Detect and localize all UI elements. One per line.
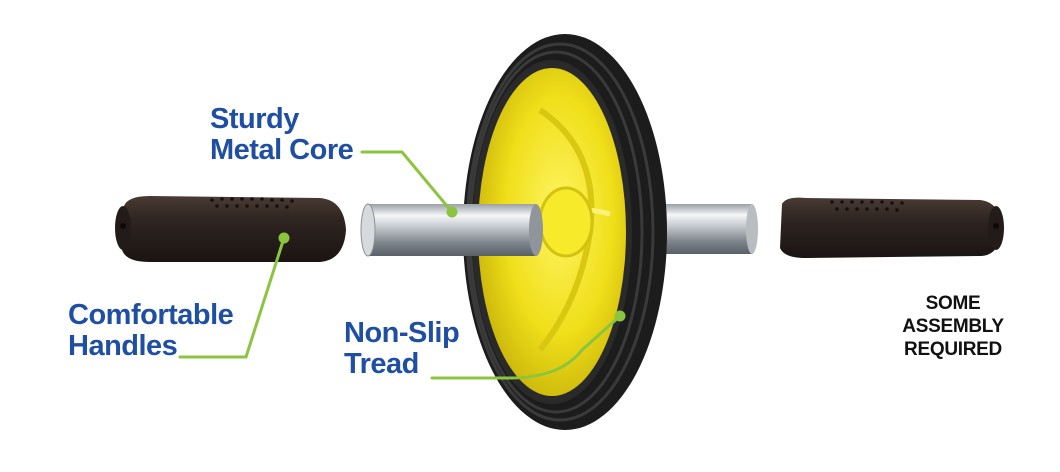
callout-metal-core-line1: Sturdy: [210, 103, 299, 135]
right-handle: [780, 197, 1004, 258]
callout-handles: Comfortable Handles: [68, 299, 234, 362]
wheel: [463, 34, 667, 430]
callout-tread-line2: Tread: [344, 348, 419, 380]
callout-tread-line1: Non-Slip: [344, 317, 460, 349]
leader-tread: [430, 314, 622, 380]
assembly-note-line2: ASSEMBLY: [902, 316, 1004, 337]
leader-handles: [178, 236, 286, 359]
callout-tread: Non-Slip Tread: [344, 317, 460, 380]
callout-metal-core-line2: Metal Core: [210, 134, 354, 166]
callout-handles-line1: Comfortable: [68, 299, 234, 331]
axle-left-end: [360, 203, 376, 257]
leader-tread-dot: [614, 310, 626, 322]
assembly-note: SOME ASSEMBLY REQUIRED: [888, 292, 1018, 361]
leader-core-dot: [446, 206, 458, 218]
assembly-note-line1: SOME: [925, 293, 981, 314]
leader-lines: [178, 150, 622, 380]
left-handle: [115, 196, 346, 262]
callout-metal-core: Sturdy Metal Core: [210, 103, 354, 166]
leader-handles-dot: [278, 232, 290, 244]
callout-handles-line2: Handles: [68, 330, 178, 362]
leader-core: [360, 150, 454, 214]
axle-right-end: [746, 204, 758, 254]
assembly-note-line3: REQUIRED: [904, 339, 1002, 360]
